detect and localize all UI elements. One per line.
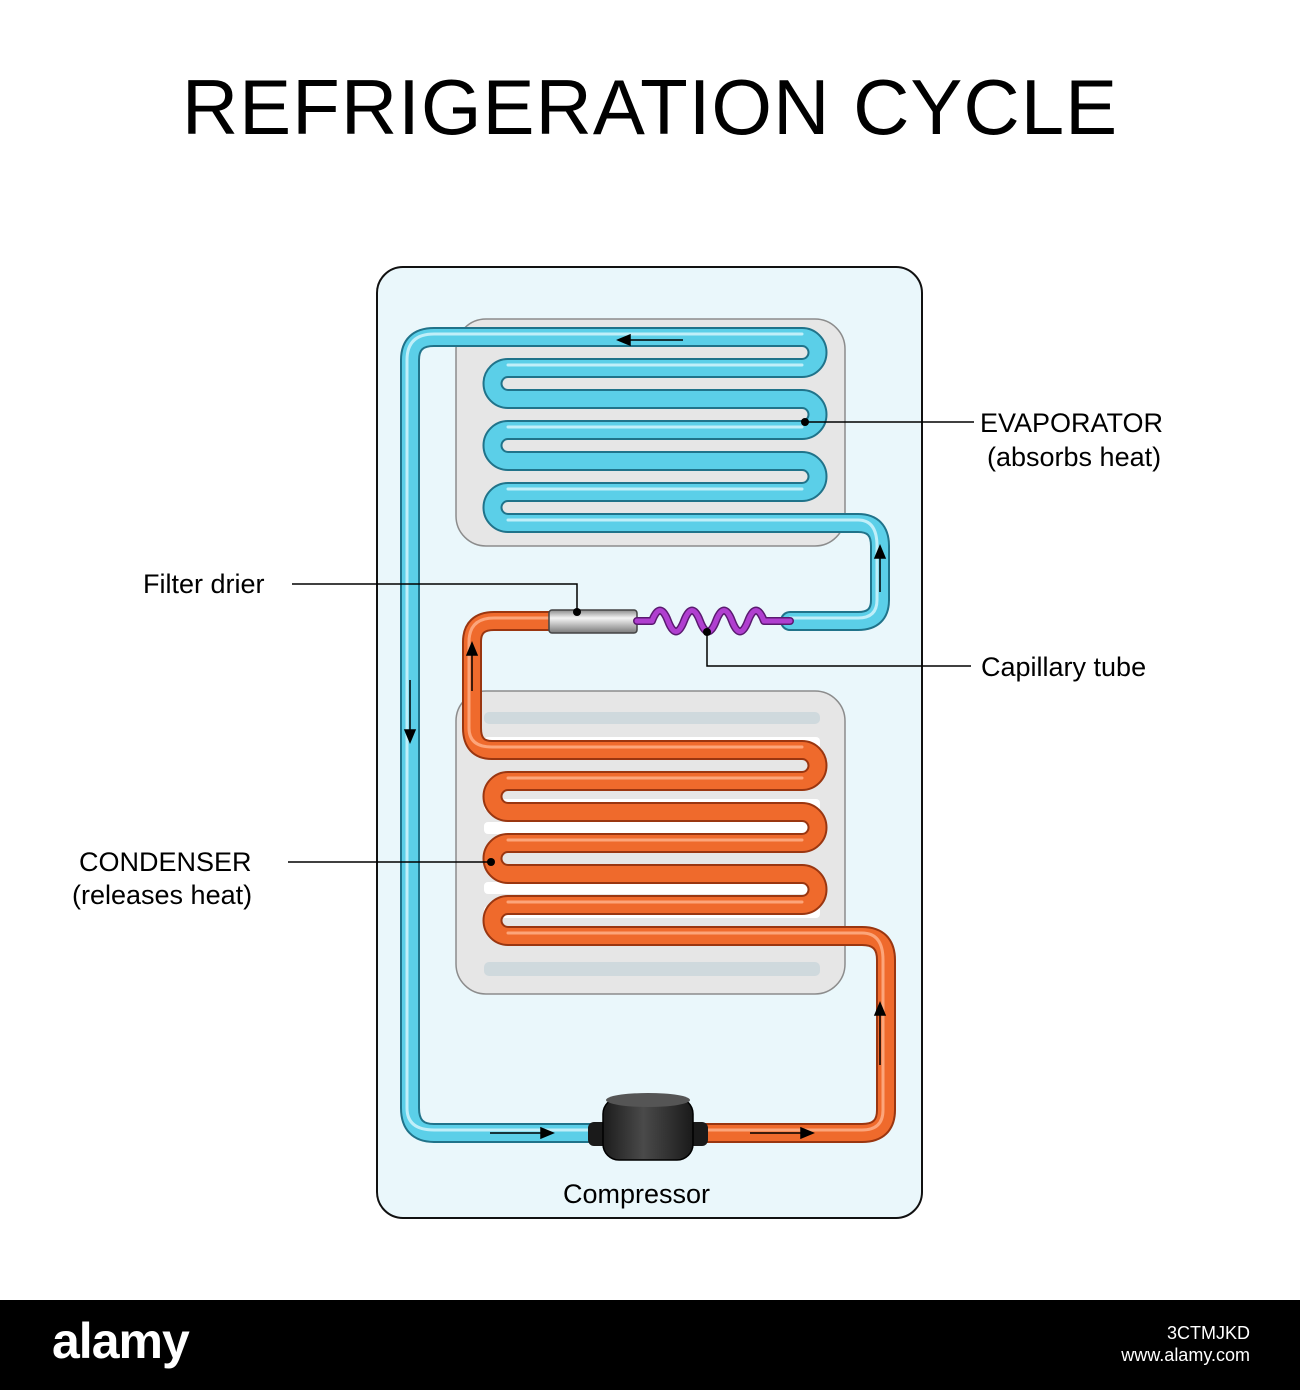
refrigeration-diagram — [288, 266, 974, 1219]
watermark-footer: alamy 3CTMJKD www.alamy.com — [0, 1300, 1300, 1390]
compressor — [588, 1093, 708, 1161]
site-url: www.alamy.com — [1121, 1345, 1250, 1365]
evaporator-pointer-dot — [801, 418, 809, 426]
alamy-logo: alamy — [52, 1313, 190, 1369]
image-id: 3CTMJKD www.alamy.com — [1121, 1322, 1250, 1366]
condenser-label: CONDENSER — [79, 847, 252, 877]
capillary-tube-label: Capillary tube — [981, 652, 1147, 682]
image-id-text: 3CTMJKD — [1166, 1323, 1250, 1343]
condenser-description: (releases heat) — [72, 880, 253, 910]
filter-drier-label: Filter drier — [143, 569, 265, 599]
evaporator-label: EVAPORATOR — [980, 408, 1164, 438]
diagram-title: REFRIGERATION CYCLE — [181, 63, 1119, 151]
flow-arrows — [403, 333, 887, 1140]
evaporator-description: (absorbs heat) — [987, 442, 1162, 472]
condenser-pointer-dot — [487, 858, 495, 866]
leader-lines — [288, 421, 974, 863]
compressor-label: Compressor — [563, 1179, 711, 1209]
filter-drier — [548, 609, 638, 634]
